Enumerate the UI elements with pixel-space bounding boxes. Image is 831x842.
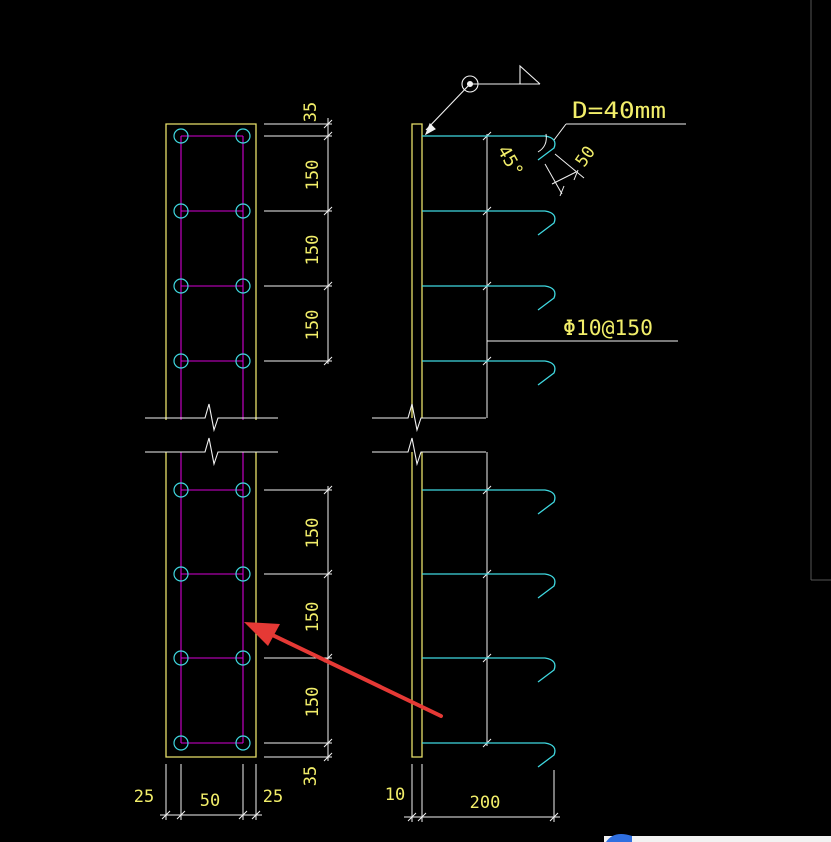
stud-circles (173, 128, 251, 751)
stud-spec-label: Φ10@150 (563, 316, 653, 340)
dim-h-25-left: 25 (134, 787, 154, 807)
dim-top-35: 35 (301, 102, 321, 122)
anchor-studs (422, 135, 556, 768)
stud-length-label: 200 (470, 793, 501, 813)
anchor-grid-bottom (180, 452, 244, 744)
dim-lines-horizontal-left (160, 764, 262, 820)
dim-top-150-a: 150 (303, 160, 323, 191)
dim-bottom-150-b: 150 (303, 602, 323, 633)
dim-top-150-c: 150 (303, 310, 323, 341)
weld-symbol (424, 64, 541, 136)
dim-bottom-150-c: 150 (303, 687, 323, 718)
dim-h-25-right: 25 (263, 787, 283, 807)
dim-h-50: 50 (200, 791, 220, 811)
plate-section (411, 123, 423, 758)
break-lines-left (145, 403, 278, 467)
dim-lines-top (264, 118, 333, 366)
break-lines-right (372, 403, 486, 467)
red-arrow-annotation (244, 622, 443, 718)
dim-lines-horizontal-right (404, 764, 560, 822)
bottom-right-panel (604, 834, 831, 842)
dim-top-150-b: 150 (303, 235, 323, 266)
dim-bottom-35: 35 (301, 766, 321, 786)
plate-thickness-label: 10 (385, 785, 405, 805)
plate-plan-view: 35 150 150 150 150 150 150 35 25 50 25 (134, 102, 333, 820)
anchor-grid-top (180, 135, 244, 420)
hook-annotation (537, 123, 686, 197)
dim-bottom-150-a: 150 (303, 518, 323, 549)
plate-outline (165, 123, 257, 758)
weld-note-label: D=40mm (572, 99, 666, 124)
